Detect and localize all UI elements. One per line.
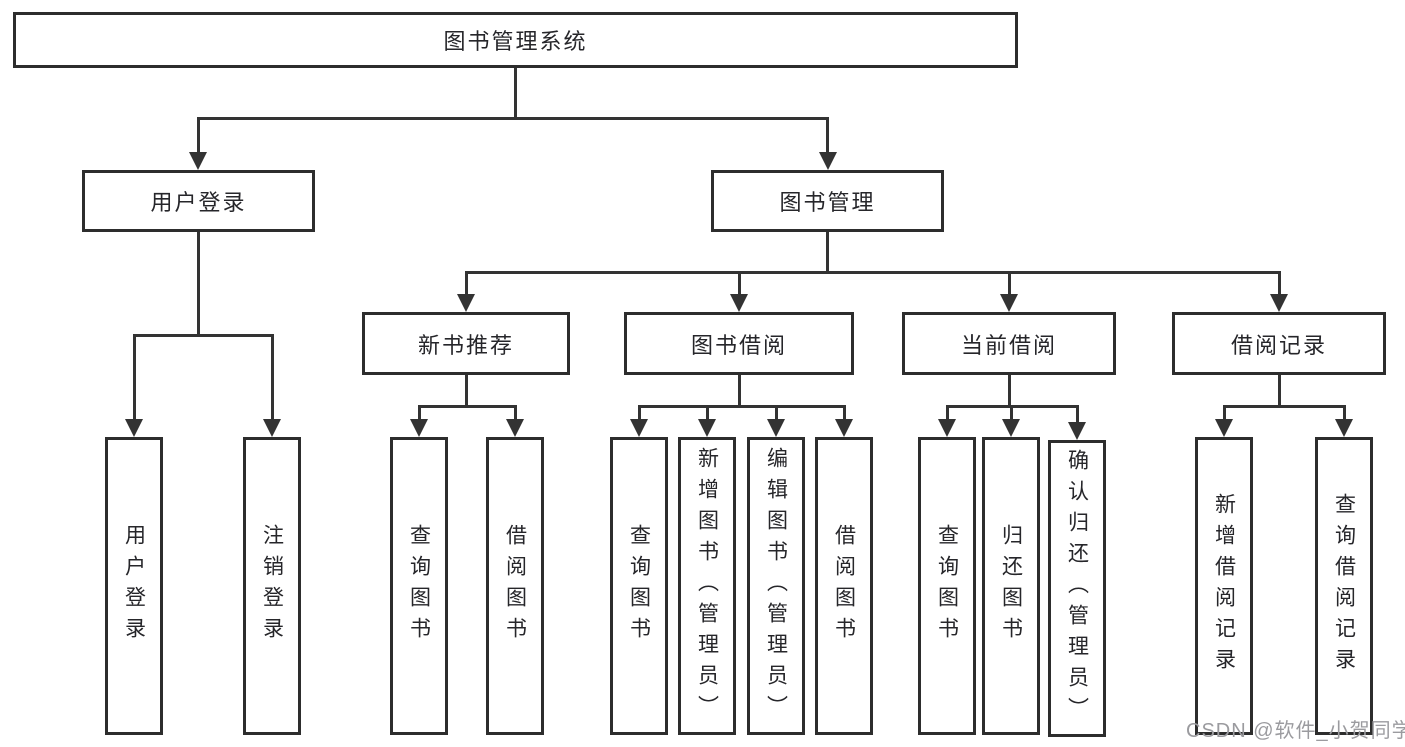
connector-line: [638, 405, 845, 408]
arrow-down-icon: [189, 152, 207, 170]
arrow-down-icon: [410, 419, 428, 437]
node-user-login: 用户登录: [82, 170, 315, 232]
arrow-down-icon: [938, 419, 956, 437]
arrow-down-icon: [1270, 294, 1288, 312]
leaf-label: 新增图书（管理员）: [695, 446, 719, 726]
connector-line: [638, 405, 641, 421]
leaf-query-books-recommend: 查询图书: [390, 437, 448, 735]
leaf-label: 注销登录: [260, 524, 284, 648]
connector-line: [826, 117, 829, 155]
connector-line: [465, 375, 468, 407]
connector-line: [1278, 271, 1281, 297]
arrow-down-icon: [767, 419, 785, 437]
node-root: 图书管理系统: [13, 12, 1018, 68]
arrow-down-icon: [506, 419, 524, 437]
leaf-add-borrow-record: 新增借阅记录: [1195, 437, 1253, 735]
arrow-down-icon: [125, 419, 143, 437]
connector-line: [1223, 405, 1345, 408]
connector-line: [1008, 375, 1011, 407]
connector-line: [826, 232, 829, 273]
leaf-borrow-books-borrow: 借阅图书: [815, 437, 873, 735]
connector-line: [738, 375, 741, 407]
connector-line: [1010, 405, 1013, 421]
node-new-book-recommend: 新书推荐: [362, 312, 570, 375]
arrow-down-icon: [819, 152, 837, 170]
leaf-logout: 注销登录: [243, 437, 301, 735]
leaf-query-books-current: 查询图书: [918, 437, 976, 735]
leaf-label: 归还图书: [999, 524, 1023, 648]
leaf-label: 查询借阅记录: [1332, 493, 1356, 679]
connector-line: [1343, 405, 1346, 421]
node-current-borrow: 当前借阅: [902, 312, 1116, 375]
arrow-down-icon: [730, 294, 748, 312]
connector-line: [418, 405, 421, 421]
arrow-down-icon: [630, 419, 648, 437]
leaf-label: 借阅图书: [832, 524, 856, 648]
connector-line: [514, 68, 517, 118]
leaf-borrow-books-recommend: 借阅图书: [486, 437, 544, 735]
leaf-user-login: 用户登录: [105, 437, 163, 735]
leaf-query-borrow-record: 查询借阅记录: [1315, 437, 1373, 735]
connector-line: [946, 405, 949, 421]
arrow-down-icon: [1215, 419, 1233, 437]
leaf-label: 新增借阅记录: [1212, 493, 1236, 679]
connector-line: [133, 334, 136, 420]
leaf-add-book-admin: 新增图书（管理员）: [678, 437, 736, 735]
leaf-label: 用户登录: [122, 524, 146, 648]
arrow-down-icon: [1068, 422, 1086, 440]
connector-line: [197, 232, 200, 336]
connector-line: [738, 271, 741, 297]
arrow-down-icon: [698, 419, 716, 437]
connector-line: [418, 405, 516, 408]
arrow-down-icon: [1335, 419, 1353, 437]
node-book-management: 图书管理: [711, 170, 944, 232]
connector-line: [1076, 405, 1079, 424]
connector-line: [514, 405, 517, 421]
leaf-label: 查询图书: [627, 524, 651, 648]
leaf-label: 借阅图书: [503, 524, 527, 648]
connector-line: [197, 117, 200, 155]
leaf-edit-book-admin: 编辑图书（管理员）: [747, 437, 805, 735]
leaf-query-books-borrow: 查询图书: [610, 437, 668, 735]
arrow-down-icon: [1002, 419, 1020, 437]
leaf-label: 查询图书: [935, 524, 959, 648]
connector-line: [1008, 271, 1011, 297]
leaf-label: 确认归还（管理员）: [1065, 449, 1089, 728]
arrow-down-icon: [263, 419, 281, 437]
node-borrow-records: 借阅记录: [1172, 312, 1386, 375]
leaf-confirm-return-admin: 确认归还（管理员）: [1048, 440, 1106, 737]
leaf-label: 查询图书: [407, 524, 431, 648]
connector-line: [706, 405, 709, 421]
connector-line: [465, 271, 1280, 274]
connector-line: [843, 405, 846, 421]
connector-line: [775, 405, 778, 421]
connector-line: [1278, 375, 1281, 407]
arrow-down-icon: [1000, 294, 1018, 312]
connector-line: [271, 334, 274, 420]
node-book-borrow: 图书借阅: [624, 312, 854, 375]
leaf-return-book: 归还图书: [982, 437, 1040, 735]
leaf-label: 编辑图书（管理员）: [764, 446, 788, 726]
connector-line: [197, 117, 829, 120]
arrow-down-icon: [457, 294, 475, 312]
connector-line: [1223, 405, 1226, 421]
watermark: CSDN @软件_小贺同学: [1186, 720, 1405, 742]
connector-line: [465, 271, 468, 297]
connector-line: [133, 334, 274, 337]
arrow-down-icon: [835, 419, 853, 437]
